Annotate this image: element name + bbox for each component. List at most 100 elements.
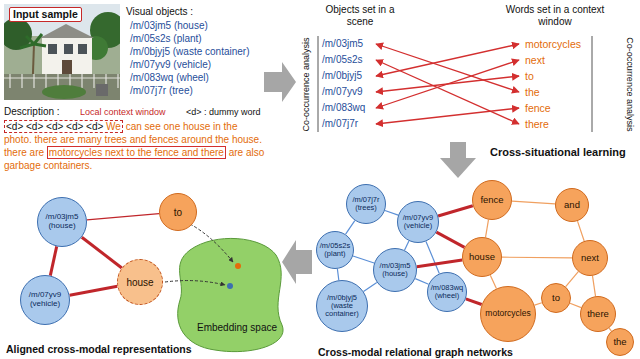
object-node: /m/0bjyj5 (waste container) bbox=[316, 280, 368, 332]
dummy-words: <d> <d> <d> <d> <d> bbox=[6, 121, 103, 132]
graph-edge bbox=[346, 221, 355, 235]
graph-edge bbox=[570, 303, 581, 307]
graph-edge bbox=[415, 279, 428, 285]
object-node: /m/07yv9 (vehicle) bbox=[20, 275, 70, 325]
word-node: motorcycles bbox=[480, 286, 536, 342]
node-label: /m/05s2s (plant) bbox=[319, 242, 350, 259]
co-occurrence-arrow bbox=[376, 44, 519, 76]
panel-title: Aligned cross-modal representations bbox=[6, 343, 192, 356]
object-node: /m/083wq (wheel) bbox=[427, 272, 467, 312]
context-window-box: <d> <d> <d> <d> <d> We bbox=[4, 120, 123, 133]
photo-house bbox=[42, 38, 92, 74]
graph-edge bbox=[535, 303, 542, 305]
graph-edge bbox=[417, 260, 462, 267]
photo-window bbox=[78, 44, 87, 54]
column-heading: Objects set in a scene bbox=[320, 4, 400, 28]
graph-edge bbox=[337, 269, 338, 280]
graph-edge bbox=[70, 286, 118, 295]
context-word: fence bbox=[525, 102, 551, 115]
graph-edge bbox=[566, 272, 579, 287]
object-id: /m/0bjyj5 bbox=[322, 70, 362, 82]
object-label: /m/07j7r (tree) bbox=[130, 85, 193, 97]
co-occurrence-arrow bbox=[376, 60, 519, 124]
graph-edge bbox=[50, 246, 56, 275]
axis-label: Co-occurrence analysis bbox=[625, 29, 636, 139]
context-word: the bbox=[525, 86, 540, 99]
object-id: /m/03jm5 bbox=[322, 38, 363, 50]
object-node: /m/03jm5 (house) bbox=[373, 248, 417, 292]
context-word: there bbox=[525, 118, 549, 131]
flow-arrow bbox=[264, 62, 296, 102]
node-label: there bbox=[587, 309, 609, 319]
graph-edge bbox=[426, 241, 439, 273]
node-label: /m/07yv9 (vehicle) bbox=[25, 291, 66, 309]
list-heading: Visual objects : bbox=[126, 6, 193, 18]
co-occurrence-arrow bbox=[376, 60, 519, 108]
description-text: <d> <d> <d> <d> <d> We can see one house… bbox=[4, 120, 266, 172]
word-node: and bbox=[555, 188, 589, 222]
word-node: the bbox=[606, 328, 634, 356]
word-node: to bbox=[159, 193, 197, 231]
mapping-arrow bbox=[190, 224, 233, 262]
word-node: to bbox=[541, 283, 571, 313]
photo-door bbox=[62, 60, 72, 74]
object-label: /m/07yv9 (vehicle) bbox=[130, 59, 211, 71]
graph-edge bbox=[512, 201, 555, 204]
panel-title: Cross-situational learning bbox=[490, 146, 626, 159]
graph-edge bbox=[466, 299, 482, 305]
node-label: /m/03jm5 (house) bbox=[42, 213, 83, 231]
photo-garbage-container bbox=[96, 84, 108, 96]
graph-edge bbox=[502, 257, 572, 259]
flow-arrow bbox=[282, 240, 312, 284]
object-node: /m/07j7r (trees) bbox=[346, 184, 386, 224]
panel-title: Cross-modal relational graph networks bbox=[318, 346, 513, 359]
object-id: /m/07yv9 bbox=[322, 86, 363, 98]
context-word: next bbox=[525, 54, 545, 67]
co-occurrence-arrow bbox=[376, 44, 519, 92]
node-label: /m/083wq (wheel) bbox=[431, 284, 464, 301]
graph-edge bbox=[87, 214, 159, 220]
co-occurrence-arrow bbox=[376, 108, 519, 124]
context-word: motorcycles bbox=[525, 38, 581, 51]
graph-edge bbox=[364, 282, 377, 291]
mapping-arrow bbox=[165, 281, 225, 285]
graph-edge bbox=[593, 276, 596, 296]
word-node: house bbox=[462, 237, 502, 277]
graph-edge bbox=[578, 221, 585, 241]
photo-shrub bbox=[42, 85, 86, 99]
photo-window bbox=[48, 44, 57, 54]
photo-roof bbox=[40, 24, 94, 38]
node-label: the bbox=[613, 337, 626, 347]
node-label: next bbox=[581, 253, 599, 263]
graph-edge bbox=[486, 220, 489, 238]
embedding-space-region bbox=[178, 238, 283, 351]
axis-label: Co-occurrence analysis bbox=[301, 29, 312, 139]
graph-edge bbox=[405, 241, 409, 250]
window-label: Local context window bbox=[80, 107, 166, 118]
word-node: there bbox=[580, 296, 616, 332]
object-label: /m/0bjyj5 (waste container) bbox=[130, 46, 250, 58]
photo-window bbox=[64, 44, 73, 54]
context-word: to bbox=[525, 70, 534, 83]
object-label: /m/03jm5 (house) bbox=[130, 20, 208, 32]
description-heading: Description : bbox=[4, 106, 60, 118]
panel-title: Input sample bbox=[9, 7, 82, 22]
word-node: house bbox=[117, 259, 163, 305]
graph-edge bbox=[436, 232, 464, 247]
object-label: /m/083wq (wheel) bbox=[130, 72, 209, 84]
embedding-point bbox=[235, 263, 241, 269]
description-word: We bbox=[106, 121, 121, 132]
object-node: /m/07yv9 (vehicle) bbox=[397, 201, 439, 243]
context-window-text: motorcycles next to the fence and there bbox=[47, 146, 226, 159]
object-node: /m/03jm5 (house) bbox=[37, 197, 87, 247]
node-label: /m/07yv9 (vehicle) bbox=[401, 214, 435, 231]
node-label: to bbox=[552, 293, 560, 303]
word-node: fence bbox=[472, 180, 512, 220]
graph-edge bbox=[82, 237, 122, 268]
object-id: /m/05s2s bbox=[322, 54, 363, 66]
graph-edge bbox=[490, 275, 496, 288]
object-node: /m/05s2s (plant) bbox=[316, 231, 354, 269]
node-label: motorcycles bbox=[485, 309, 530, 318]
photo-yard bbox=[4, 74, 120, 100]
photo-palm-leaves bbox=[20, 34, 46, 48]
